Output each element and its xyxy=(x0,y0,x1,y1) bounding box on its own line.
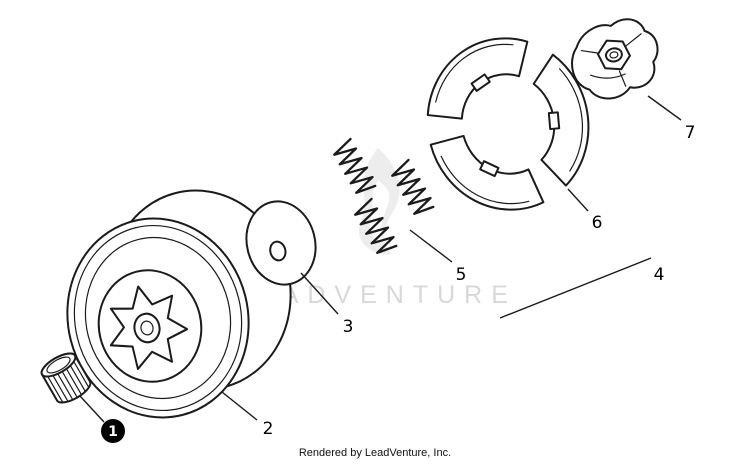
shoe-top-slot xyxy=(470,73,491,92)
bearing-bore xyxy=(46,356,71,374)
drum-outer-ring-detail xyxy=(73,224,243,412)
shoe-right-face-line xyxy=(558,68,584,172)
drum-inner-rim xyxy=(84,236,232,400)
callout-labels: 1 2 3 4 5 6 7 xyxy=(101,123,695,443)
callout-line-3 xyxy=(300,272,339,315)
hub-detail-line-1 xyxy=(580,49,599,54)
clutch-shoe-right xyxy=(532,53,590,187)
hub-detail-line-3 xyxy=(618,70,627,87)
hub-detail-line-2 xyxy=(624,33,642,47)
callout-label-3[interactable]: 3 xyxy=(343,317,354,337)
washer-thickness-edge xyxy=(251,262,301,286)
washer-hole xyxy=(269,240,287,262)
callout-label-2[interactable]: 2 xyxy=(263,419,274,439)
callout-line-1 xyxy=(79,395,105,423)
callout-label-1[interactable]: 1 xyxy=(108,424,118,440)
callout-label-4[interactable]: 4 xyxy=(654,265,665,285)
shoe-right-slot xyxy=(547,111,561,131)
callout-line-5 xyxy=(409,229,453,263)
callout-label-6[interactable]: 6 xyxy=(592,213,603,233)
part-clutch-hub[interactable] xyxy=(565,14,666,105)
clutch-shoe-left xyxy=(429,134,545,211)
hub-center-bore xyxy=(609,51,619,59)
part-washer[interactable] xyxy=(238,194,324,292)
bearing-top-rim xyxy=(40,352,77,378)
part-clutch-drum-sprocket[interactable] xyxy=(46,171,311,437)
callout-line-6 xyxy=(567,188,589,212)
part-needle-bearing[interactable] xyxy=(38,349,93,407)
callout-line-2 xyxy=(221,391,258,421)
callout-line-4 xyxy=(499,257,652,319)
shoe-top-face-line xyxy=(435,43,514,103)
sprocket-center-hole xyxy=(133,312,161,344)
shoe-left-slot xyxy=(479,160,500,178)
hub-detail-curve xyxy=(590,73,626,79)
bearing-needles xyxy=(47,360,90,404)
callout-lines xyxy=(79,95,682,423)
callout-line-7 xyxy=(647,95,682,121)
callout-label-5[interactable]: 5 xyxy=(456,265,467,285)
hub-center-hole xyxy=(604,47,623,63)
shoe-left-face-line xyxy=(440,155,530,205)
callout-1-badge[interactable] xyxy=(101,419,125,443)
sprocket-center-bore xyxy=(140,320,154,336)
part-clutch-shoes[interactable] xyxy=(408,20,607,228)
footer-credit: Rendered by LeadVenture, Inc. xyxy=(298,447,452,459)
callout-label-7[interactable]: 7 xyxy=(685,123,696,143)
